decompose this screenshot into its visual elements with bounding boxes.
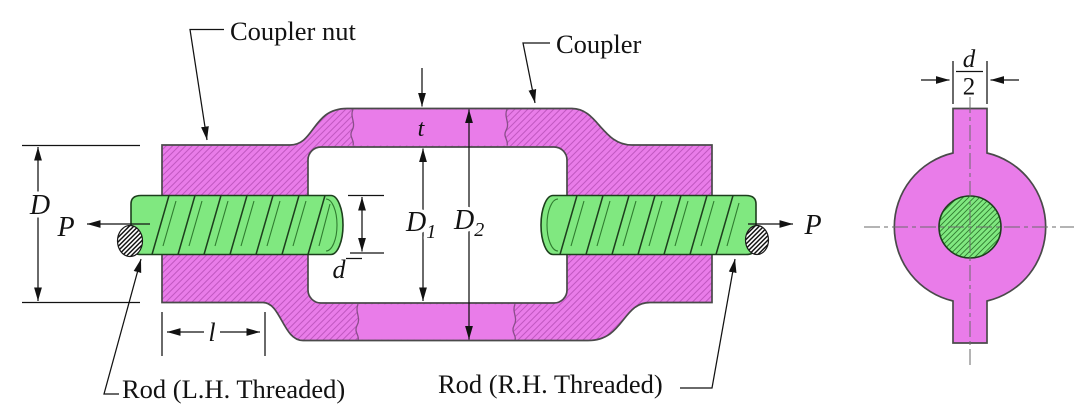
rod-right-threads bbox=[559, 195, 734, 255]
rod-rh-label: Rod (R.H. Threaded) bbox=[438, 369, 663, 399]
rod-left-thread-roots bbox=[162, 200, 331, 247]
force-P-right: P bbox=[748, 210, 822, 241]
dim-D2-label: D2 bbox=[453, 205, 484, 241]
callout-rod-lh: Rod (L.H. Threaded) bbox=[103, 258, 345, 404]
dim-D1: D1 bbox=[402, 148, 440, 301]
break-line-icon bbox=[350, 109, 355, 146]
dim-D-label: D bbox=[29, 190, 50, 221]
coupler-body bbox=[161, 107, 713, 342]
rod-left-threads bbox=[151, 195, 326, 255]
break-line-icon bbox=[504, 109, 509, 146]
rod-right-end-cap bbox=[744, 224, 770, 256]
dim-d-label: d bbox=[333, 255, 347, 284]
callout-coupler-nut: Coupler nut bbox=[189, 16, 356, 141]
dim-d-half: d 2 bbox=[921, 46, 1019, 104]
dim-D2: D2 bbox=[450, 109, 488, 340]
rod-right-thread-roots bbox=[570, 200, 740, 247]
force-P-right-label: P bbox=[803, 210, 821, 241]
rod-left bbox=[116, 194, 344, 258]
rod-lh-label: Rod (L.H. Threaded) bbox=[122, 374, 345, 404]
dim-d-half-numerator: d bbox=[963, 46, 976, 73]
rod-left-body bbox=[130, 194, 344, 256]
dim-d: d bbox=[333, 194, 384, 284]
break-line-icon bbox=[512, 303, 517, 341]
dim-t: t bbox=[418, 68, 426, 142]
callout-coupler: Coupler bbox=[522, 29, 642, 104]
top-break-band bbox=[350, 109, 508, 146]
callout-rod-rh: Rod (R.H. Threaded) bbox=[438, 258, 737, 399]
rod-right bbox=[540, 194, 770, 256]
coupler-body-outline bbox=[161, 107, 713, 342]
dim-D: D bbox=[22, 144, 140, 304]
end-view: d 2 bbox=[864, 46, 1074, 368]
coupler-label: Coupler bbox=[556, 29, 642, 59]
coupler-cavity bbox=[307, 146, 568, 304]
rod-left-end-cap bbox=[116, 224, 144, 258]
dim-d-half-denominator: 2 bbox=[963, 74, 976, 101]
coupler-nut-label: Coupler nut bbox=[230, 16, 356, 46]
rod-left-dome-arc bbox=[325, 198, 338, 252]
dim-D1-label: D1 bbox=[405, 207, 436, 243]
break-line-icon bbox=[355, 303, 360, 341]
force-P-left-label: P bbox=[56, 212, 74, 243]
dim-l-label: l bbox=[208, 318, 215, 347]
force-P-left: P bbox=[56, 212, 150, 243]
dim-l: l bbox=[161, 312, 266, 356]
bottom-break-band bbox=[355, 304, 516, 340]
rod-right-dome-arc bbox=[546, 198, 559, 252]
dim-t-label: t bbox=[418, 116, 426, 142]
